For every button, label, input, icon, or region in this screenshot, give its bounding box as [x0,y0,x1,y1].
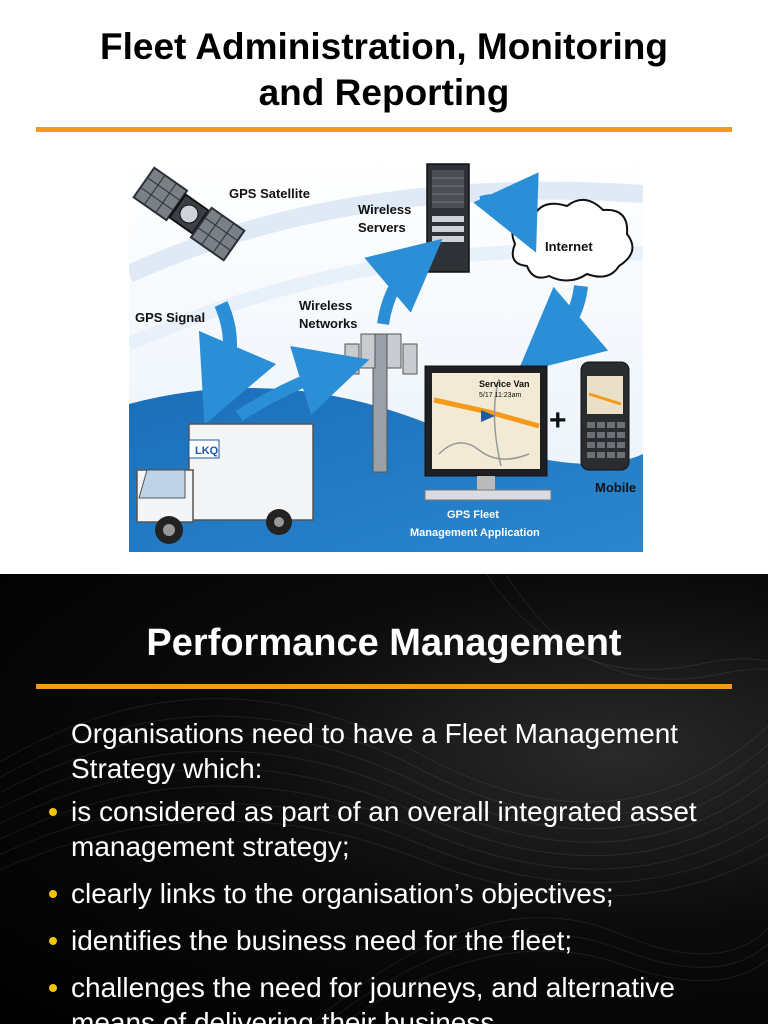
truck-to-tower-arrow [235,346,370,422]
title-line-1: Fleet Administration, Monitoring [100,26,668,67]
label-gps-signal: GPS Signal [135,310,205,325]
label-wireless-servers-2: Servers [358,220,406,235]
gps-signal-arrow [198,301,277,425]
truck-icon: LKQ [136,423,314,544]
satellite-icon [132,166,246,262]
title-line-2: and Reporting [258,72,510,113]
monitor-icon: Service Van 5/17 11:23am [424,365,552,501]
label-gps-satellite: GPS Satellite [229,186,310,201]
title-underline [36,684,732,689]
label-internet: Internet [545,239,593,254]
slide-fleet-administration: Fleet Administration, Monitoring and Rep… [0,24,768,552]
server-to-internet-arrow [473,172,539,253]
label-wireless-servers-1: Wireless [358,202,411,217]
phone-icon [580,361,630,471]
screen-time: 5/17 11:23am [479,392,521,399]
slide-body: Organisations need to have a Fleet Manag… [49,716,741,1024]
title-underline [36,127,732,132]
label-wireless-networks-2: Networks [299,316,358,331]
tower-to-server-arrow [364,238,443,325]
gps-fleet-diagram: GPS Satellite GPS Signal Wireless Server… [129,154,643,552]
label-mobile: Mobile [595,480,636,495]
bullet-item: challenges the need for journeys, and al… [49,970,741,1024]
slide-title: Performance Management [146,622,622,664]
intro-text: Organisations need to have a Fleet Manag… [71,718,679,784]
sky-arc [129,181,643,283]
bullet-item: clearly links to the organisation’s obje… [49,876,741,911]
server-icon [426,163,470,273]
internet-to-app-arrow [517,285,609,374]
slide-title: Fleet Administration, Monitoring and Rep… [0,24,768,116]
screen-title: Service Van [479,379,530,389]
label-app-1: GPS Fleet [447,509,499,521]
slide-performance-management: Performance Management Organisations nee… [0,574,768,1024]
swirl-background [0,574,768,1024]
truck-brand-label: LKQ [195,445,219,457]
bullet-item: is considered as part of an overall inte… [49,794,741,864]
label-wireless-networks-1: Wireless [299,298,352,313]
plus-sign: + [549,404,567,437]
bullet-list: is considered as part of an overall inte… [49,794,741,1024]
label-app-2: Management Application [410,527,540,539]
bullet-item: identifies the business need for the fle… [49,923,741,958]
